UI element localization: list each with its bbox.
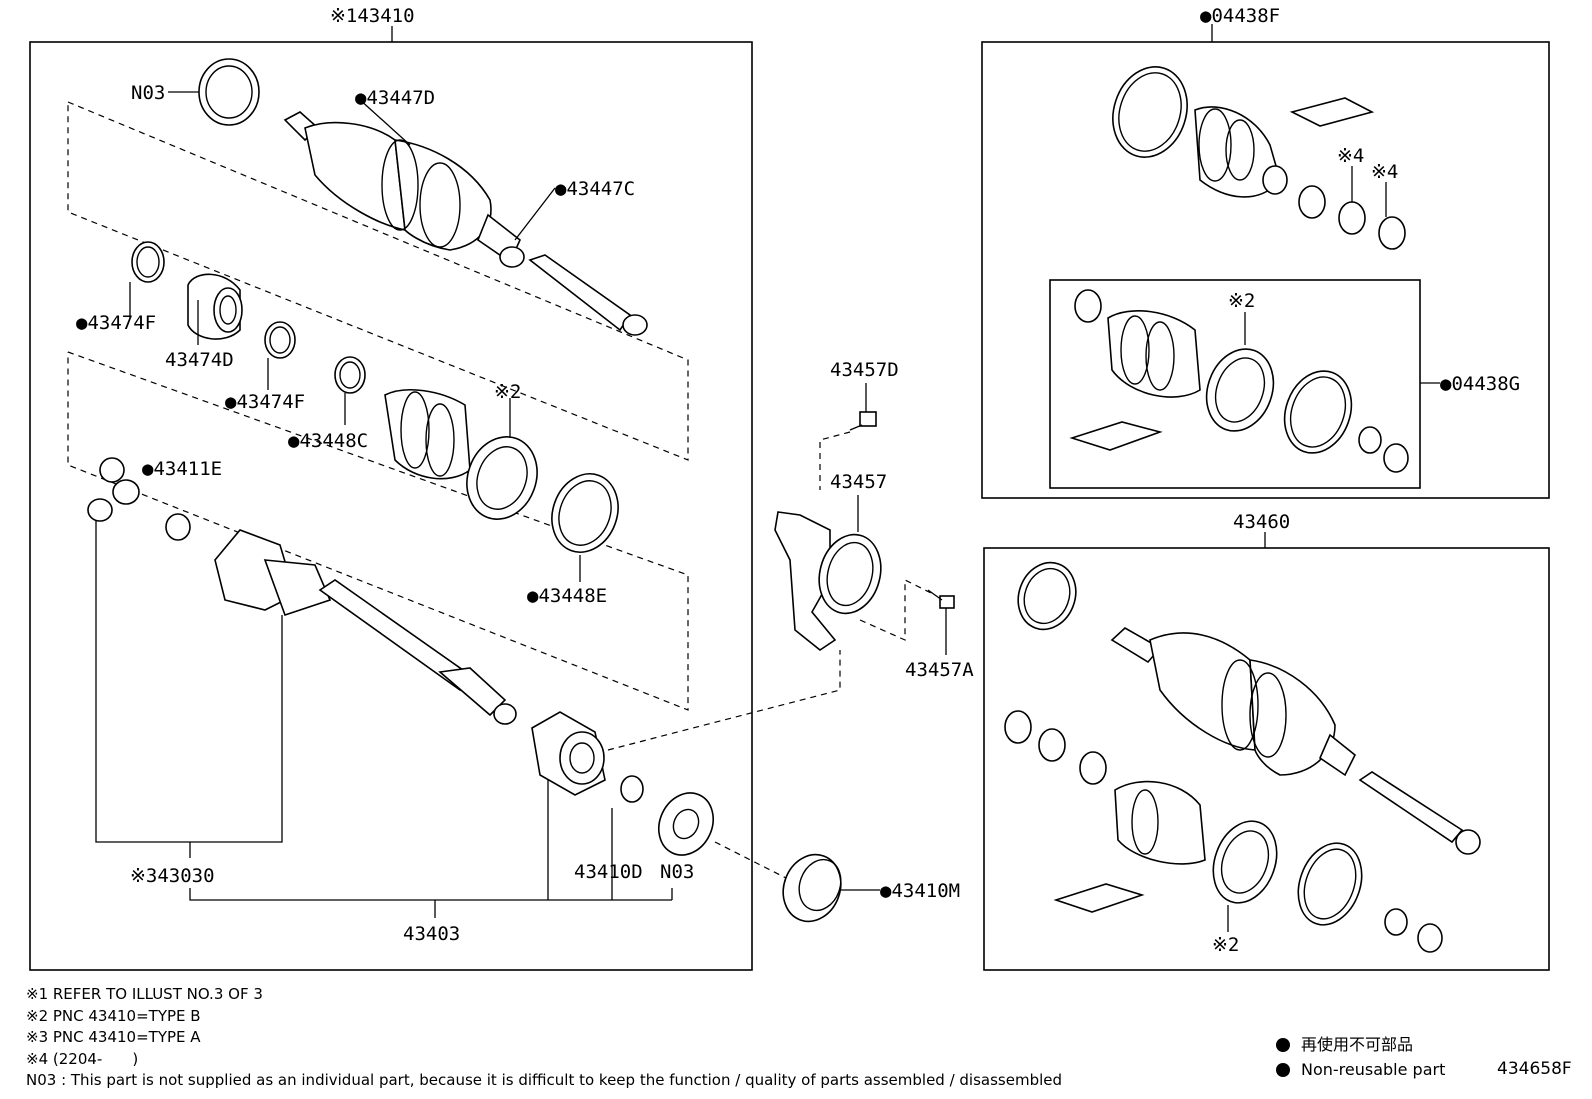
callout-n03-bottom: N03 — [660, 861, 694, 883]
callout-43457a: 43457A — [905, 659, 974, 681]
band-43448e — [551, 473, 619, 553]
callout-note2-a: ※2 — [494, 381, 521, 403]
seal-ring-n03 — [198, 58, 260, 126]
callout-43447c: ●43447C — [555, 178, 635, 200]
inboard-boot — [384, 389, 471, 480]
washer-n03 — [658, 792, 714, 856]
callout-43448c: ●43448C — [288, 430, 368, 452]
bracket-43457 — [774, 511, 882, 651]
callout-43410m: ●43410M — [880, 880, 960, 902]
footnote-2: ※2 PNC 43410=TYPE B — [26, 1006, 201, 1025]
callout-note2-c: ※2 — [1212, 934, 1239, 956]
tripod-joint — [87, 457, 140, 522]
footnote-n03: N03 : This part is not supplied as an in… — [26, 1071, 1063, 1089]
legend: 再使用不可部品 Non-reusable part — [1276, 1032, 1445, 1082]
illustration-id: 434658F — [1497, 1059, 1572, 1079]
callout-43457: 43457 — [830, 471, 887, 493]
non-reusable-dot-icon — [1276, 1037, 1290, 1052]
callout-43474f-left: ●43474F — [76, 312, 156, 334]
legend-text-en: Non-reusable part — [1301, 1060, 1446, 1079]
callout-43474d: 43474D — [165, 349, 234, 371]
group-box-04438g — [1049, 279, 1421, 489]
housing-type-b — [466, 436, 538, 520]
callout-note2-b: ※2 — [1228, 290, 1255, 312]
snap-ring-43410d — [620, 775, 644, 803]
boot-kit-04438g — [1069, 289, 1409, 473]
drive-shaft-assembly-43460 — [1004, 561, 1481, 953]
damper-43474d — [187, 273, 243, 340]
callout-note4-a: ※4 — [1337, 145, 1364, 167]
callout-note4-b: ※4 — [1371, 161, 1398, 183]
group-box-43410 — [29, 41, 753, 971]
callout-04438f: ●04438F — [1200, 5, 1280, 27]
bolt-43457d — [849, 411, 877, 431]
outboard-axle-assembly — [283, 111, 648, 336]
legend-row-en: Non-reusable part — [1276, 1057, 1445, 1082]
non-reusable-dot-icon — [1276, 1062, 1290, 1077]
group-box-43460 — [983, 547, 1550, 971]
bearing-bracket-43403 — [531, 711, 606, 796]
callout-43411e: ●43411E — [142, 458, 222, 480]
legend-text-jp: 再使用不可部品 — [1301, 1035, 1414, 1054]
callout-n03-top: N03 — [131, 82, 165, 104]
callout-43447d: ●43447D — [355, 87, 435, 109]
legend-row-jp: 再使用不可部品 — [1276, 1032, 1445, 1057]
footnote-3: ※3 PNC 43410=TYPE A — [26, 1028, 201, 1046]
callout-43474f-right: ●43474F — [225, 391, 305, 413]
group-box-04438f — [981, 41, 1550, 499]
inboard-shaft-43030 — [214, 529, 517, 725]
callout-43403: 43403 — [403, 923, 460, 945]
footnote-1: ※1 REFER TO ILLUST NO.3 OF 3 — [26, 985, 263, 1003]
callout-43460: 43460 — [1233, 511, 1290, 533]
footnotes: ※1 REFER TO ILLUST NO.3 OF 3 ※2 PNC 4341… — [26, 984, 1062, 1092]
footnote-4: ※4 (2204- ) — [26, 1049, 139, 1068]
callout-43030: ※343030 — [130, 865, 215, 887]
callout-43457d: 43457D — [830, 359, 899, 381]
callout-43410: ※143410 — [330, 5, 415, 27]
callout-43410d: 43410D — [574, 861, 643, 883]
callout-43448e: ●43448E — [527, 585, 607, 607]
bolt-43457a — [927, 589, 955, 609]
callout-04438g: ●04438G — [1440, 373, 1520, 395]
boot-kit-04438f — [1112, 66, 1406, 250]
seal-43410m — [782, 853, 842, 923]
snap-ring-43411e — [165, 513, 191, 541]
